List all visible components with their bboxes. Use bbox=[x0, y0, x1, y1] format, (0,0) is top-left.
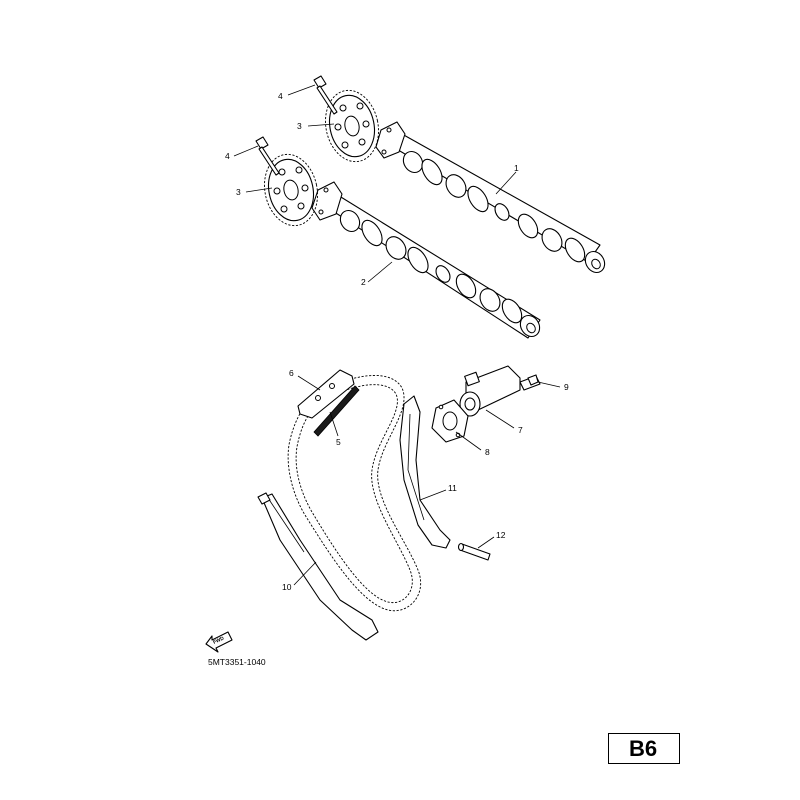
chain-guide-intake bbox=[399, 395, 451, 549]
page-code: B6 bbox=[629, 736, 658, 761]
callout-6: 6 bbox=[289, 368, 294, 378]
cam-sprocket-lower bbox=[264, 153, 318, 227]
callout-5: 5 bbox=[336, 437, 341, 447]
callout-2: 2 bbox=[361, 277, 366, 287]
tensioner-gasket bbox=[431, 399, 469, 443]
callout-12: 12 bbox=[496, 530, 506, 540]
chain-guide-top bbox=[297, 369, 355, 419]
callout-4-upper: 4 bbox=[278, 91, 283, 101]
page-code-box: B6 bbox=[608, 733, 680, 764]
guide-pin bbox=[457, 542, 491, 561]
sprocket-bolt-upper bbox=[313, 75, 338, 115]
leader-lines bbox=[233, 84, 561, 586]
camshaft-lower bbox=[311, 181, 541, 339]
callout-8: 8 bbox=[485, 447, 490, 457]
chain-tensioner bbox=[459, 365, 521, 417]
cam-sprocket-upper bbox=[325, 89, 379, 163]
callout-7: 7 bbox=[518, 425, 523, 435]
tensioner-bolt bbox=[519, 374, 541, 391]
callout-1: 1 bbox=[514, 163, 519, 173]
callout-10: 10 bbox=[282, 582, 292, 592]
callout-11: 11 bbox=[448, 483, 457, 493]
camshaft-upper bbox=[375, 121, 606, 274]
callout-3-lower: 3 bbox=[236, 187, 241, 197]
callout-4-lower: 4 bbox=[225, 151, 230, 161]
callout-9: 9 bbox=[564, 382, 569, 392]
sprocket-bolt-lower bbox=[255, 136, 280, 176]
callout-3-upper: 3 bbox=[297, 121, 302, 131]
cam-chain bbox=[287, 375, 422, 612]
fwd-label: FWD bbox=[212, 635, 225, 645]
forward-arrow-icon: FWD bbox=[205, 631, 233, 653]
drawing-code: 5MT3351-1040 bbox=[208, 657, 266, 667]
chain-guide-exhaust bbox=[257, 492, 379, 641]
